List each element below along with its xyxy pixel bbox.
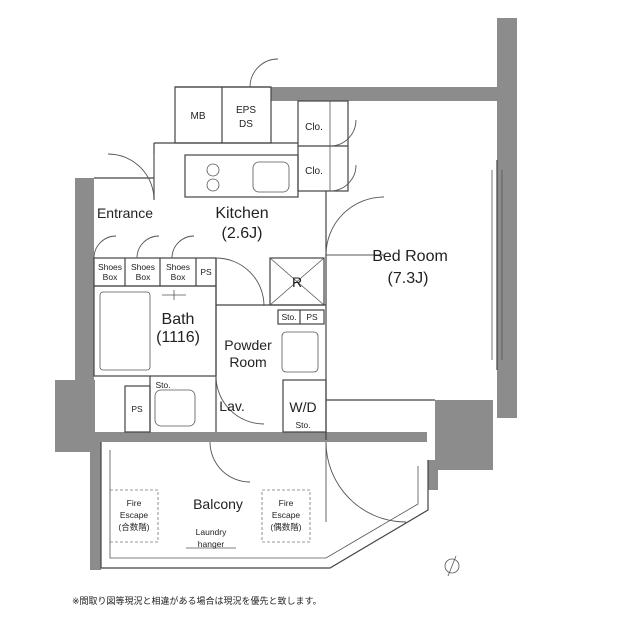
label-kitchen-size: (2.6J) [222,225,263,242]
label-wd: W/D [289,399,316,415]
label-eps: EPS [236,105,256,116]
label-ps-1: PS [200,267,212,277]
ps-closet [124,385,151,433]
balcony-right-post [428,460,438,490]
label-bedroom-size: (7.3J) [388,270,429,287]
balcony-wall [95,432,427,442]
disclaimer-note: ※間取り図等現況と相違がある場合は現況を優先と致します。 [72,597,322,607]
label-kitchen: Kitchen [215,205,268,222]
mb-eps-block [174,86,272,144]
right-outer-wall [497,18,517,418]
label-box-2: Box [136,272,151,282]
label-mb: MB [191,111,206,122]
label-escape-right: Escape [272,510,301,520]
label-lav: Lav. [219,398,244,414]
label-ps-2: PS [306,312,318,322]
label-hanger: hanger [198,539,225,549]
label-closet-1: Clo. [305,122,323,133]
label-box-1: Box [103,272,118,282]
label-bath-size: (1116) [156,329,200,346]
wd-space [282,379,327,433]
label-refrigerator: R [292,274,302,290]
label-sto-1: Sto. [281,312,296,322]
label-powder-room: Room [229,354,266,370]
sto-ps-row [277,309,325,325]
label-fire-right-note: (偶数階) [270,522,301,532]
label-powder: Powder [224,337,272,353]
outline [93,86,503,569]
label-ps-3: PS [131,404,143,414]
label-fire-left: Fire [127,498,142,508]
right-column [435,400,493,470]
label-box-3: Box [171,272,186,282]
structural-walls [55,18,517,570]
label-shoes-1: Shoes [98,262,122,272]
label-balcony: Balcony [193,496,243,512]
label-bedroom: Bed Room [372,248,448,265]
label-laundry: Laundry [196,527,227,537]
label-ds: DS [239,119,253,130]
doors [93,58,407,523]
label-escape-left: Escape [120,510,149,520]
label-fire-left-note: (合数階) [118,522,149,532]
refrigerator-space [269,257,325,306]
left-wall-entrance [75,178,94,380]
label-fire-right: Fire [279,498,294,508]
label-entrance: Entrance [97,205,153,221]
label-shoes-2: Shoes [131,262,155,272]
left-column [55,380,95,452]
north-arrow-icon [444,555,460,577]
balcony-left-wall [90,442,101,570]
label-closet-2: Clo. [305,166,323,177]
label-shoes-3: Shoes [166,262,190,272]
label-sto-3: Sto. [295,420,310,430]
label-sto-2: Sto. [155,380,170,390]
kitchen-counter [184,154,299,198]
top-wall-upper [271,87,497,101]
label-bath: Bath [162,311,195,328]
